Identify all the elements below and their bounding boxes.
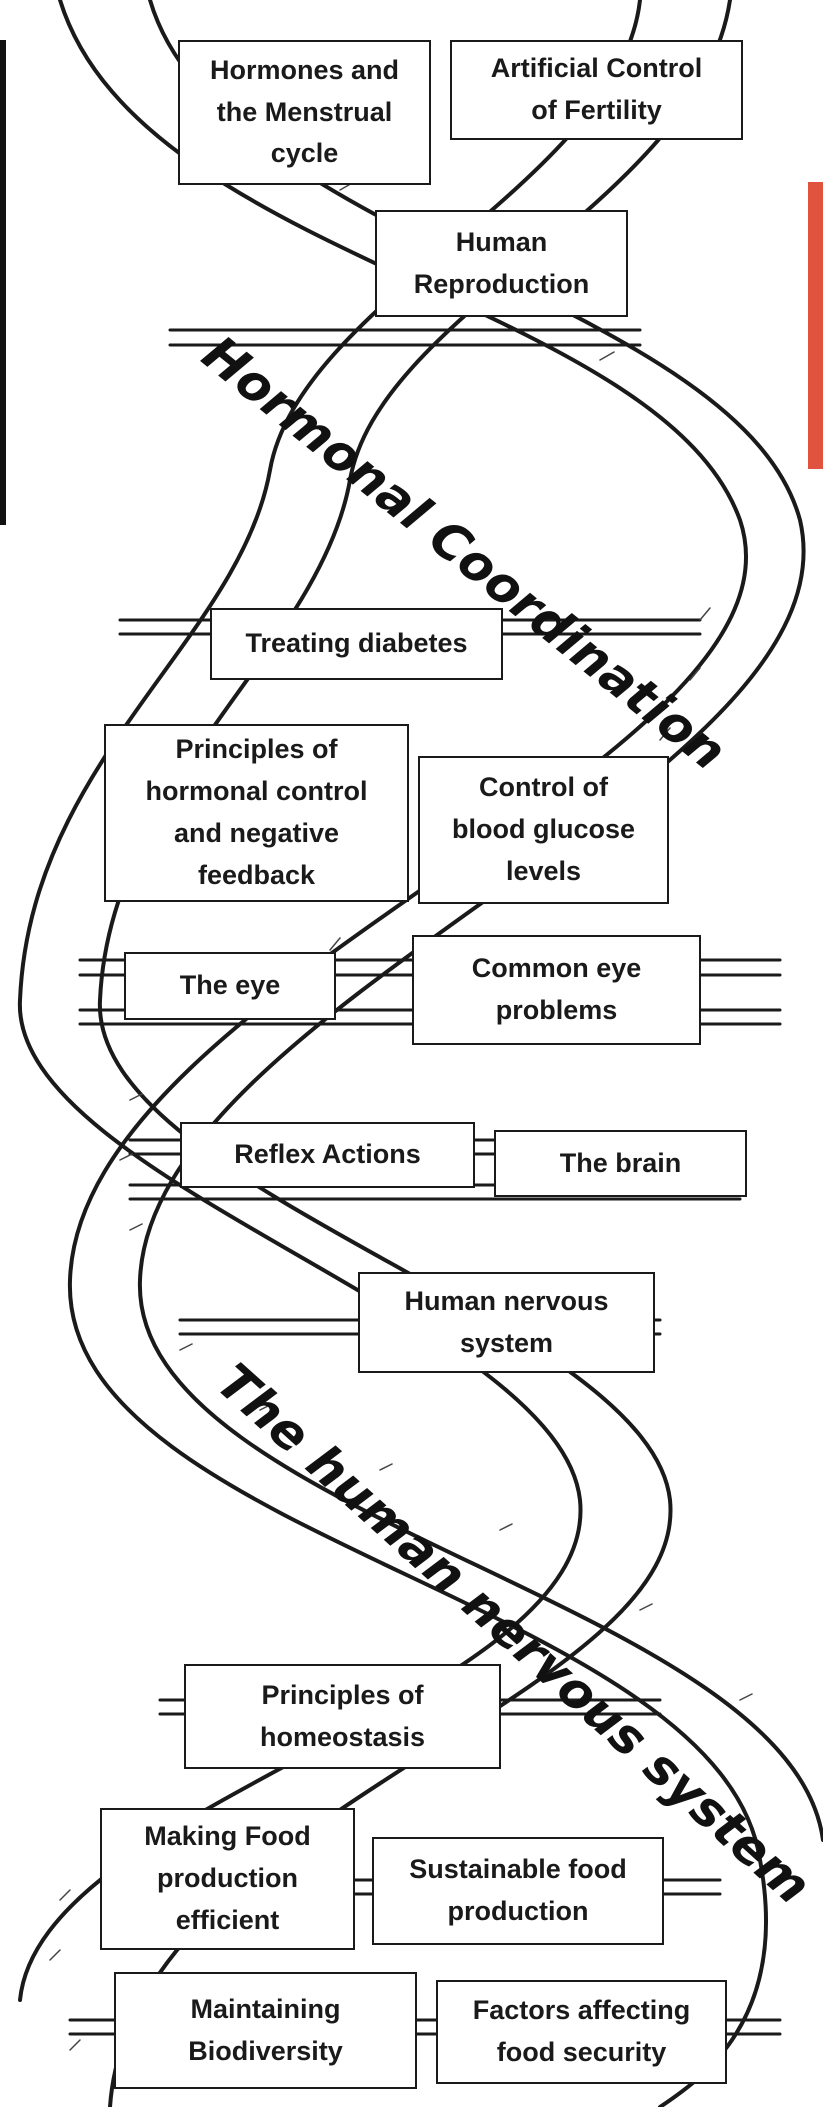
topic-blood-glucose: Control of blood glucose levels xyxy=(418,756,669,904)
topic-homeostasis: Principles of homeostasis xyxy=(184,1664,501,1769)
topic-the-brain: The brain xyxy=(494,1130,747,1197)
topic-treating-diabetes: Treating diabetes xyxy=(210,608,503,680)
topic-hormonal-control: Principles of hormonal control and negat… xyxy=(104,724,409,902)
topic-food-efficient: Making Food production efficient xyxy=(100,1808,355,1950)
topic-biodiversity: Maintaining Biodiversity xyxy=(114,1972,417,2089)
topic-reflex-actions: Reflex Actions xyxy=(180,1122,475,1188)
topic-hormones-menstrual: Hormones and the Menstrual cycle xyxy=(178,40,431,185)
topic-human-reproduction: Human Reproduction xyxy=(375,210,628,317)
topic-sustainable-food: Sustainable food production xyxy=(372,1837,664,1945)
topic-the-eye: The eye xyxy=(124,952,336,1020)
topic-food-security: Factors affecting food security xyxy=(436,1980,727,2084)
topic-artificial-fertility: Artificial Control of Fertility xyxy=(450,40,743,140)
topic-eye-problems: Common eye problems xyxy=(412,935,701,1045)
topic-nervous-system: Human nervous system xyxy=(358,1272,655,1373)
